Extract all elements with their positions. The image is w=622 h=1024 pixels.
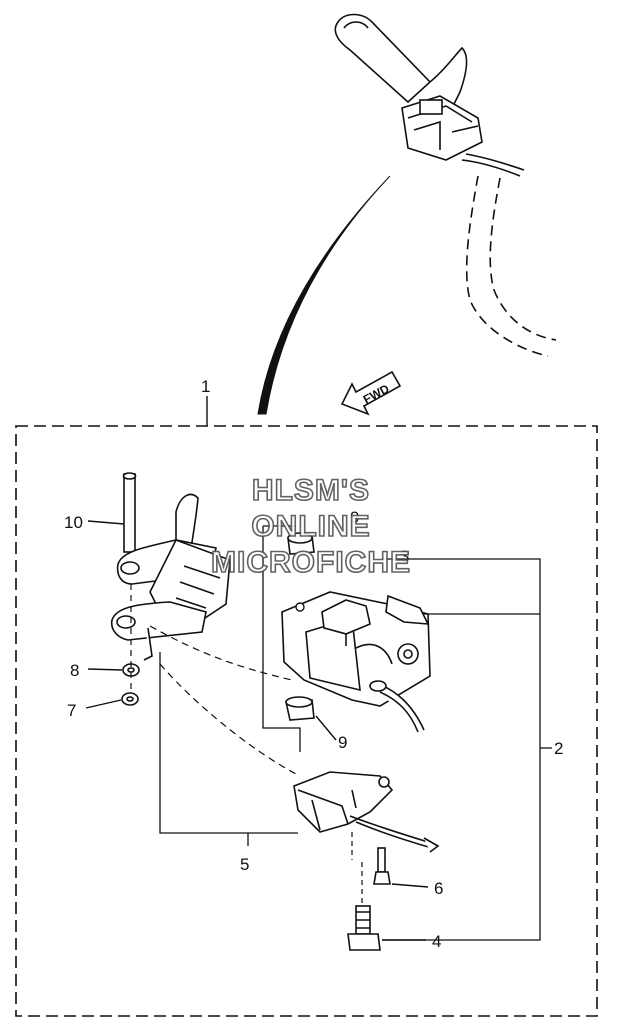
callout-9-lower: 9 (338, 733, 347, 752)
lever-switch-part-5 (293, 771, 440, 853)
grommet-part-9-lower (285, 696, 315, 721)
assembly-boundary (15, 425, 598, 1017)
screw-part-6 (373, 847, 391, 885)
fwd-arrow-icon: FWD (340, 370, 402, 416)
grommet-part-9-upper (287, 532, 315, 555)
pin-part-10 (122, 472, 137, 553)
switch-housing-part-3 (281, 591, 431, 733)
callout-7: 7 (67, 701, 76, 720)
callout-9-upper: 9 (350, 508, 359, 527)
callout-8: 8 (70, 661, 79, 680)
washer-part-8 (122, 663, 140, 677)
throttle-lever-bracket (110, 493, 231, 661)
callout-1: 1 (201, 377, 210, 396)
bolt-part-4 (347, 905, 381, 951)
callout-4: 4 (432, 932, 441, 951)
cable-swoosh (257, 175, 391, 415)
callout-5: 5 (240, 855, 249, 874)
handlebar-grip (334, 13, 557, 357)
lock-washer-part-7 (121, 692, 139, 706)
callout-10: 10 (64, 513, 83, 532)
callout-6: 6 (434, 879, 443, 898)
callout-2: 2 (554, 739, 563, 758)
callout-3: 3 (400, 547, 409, 566)
